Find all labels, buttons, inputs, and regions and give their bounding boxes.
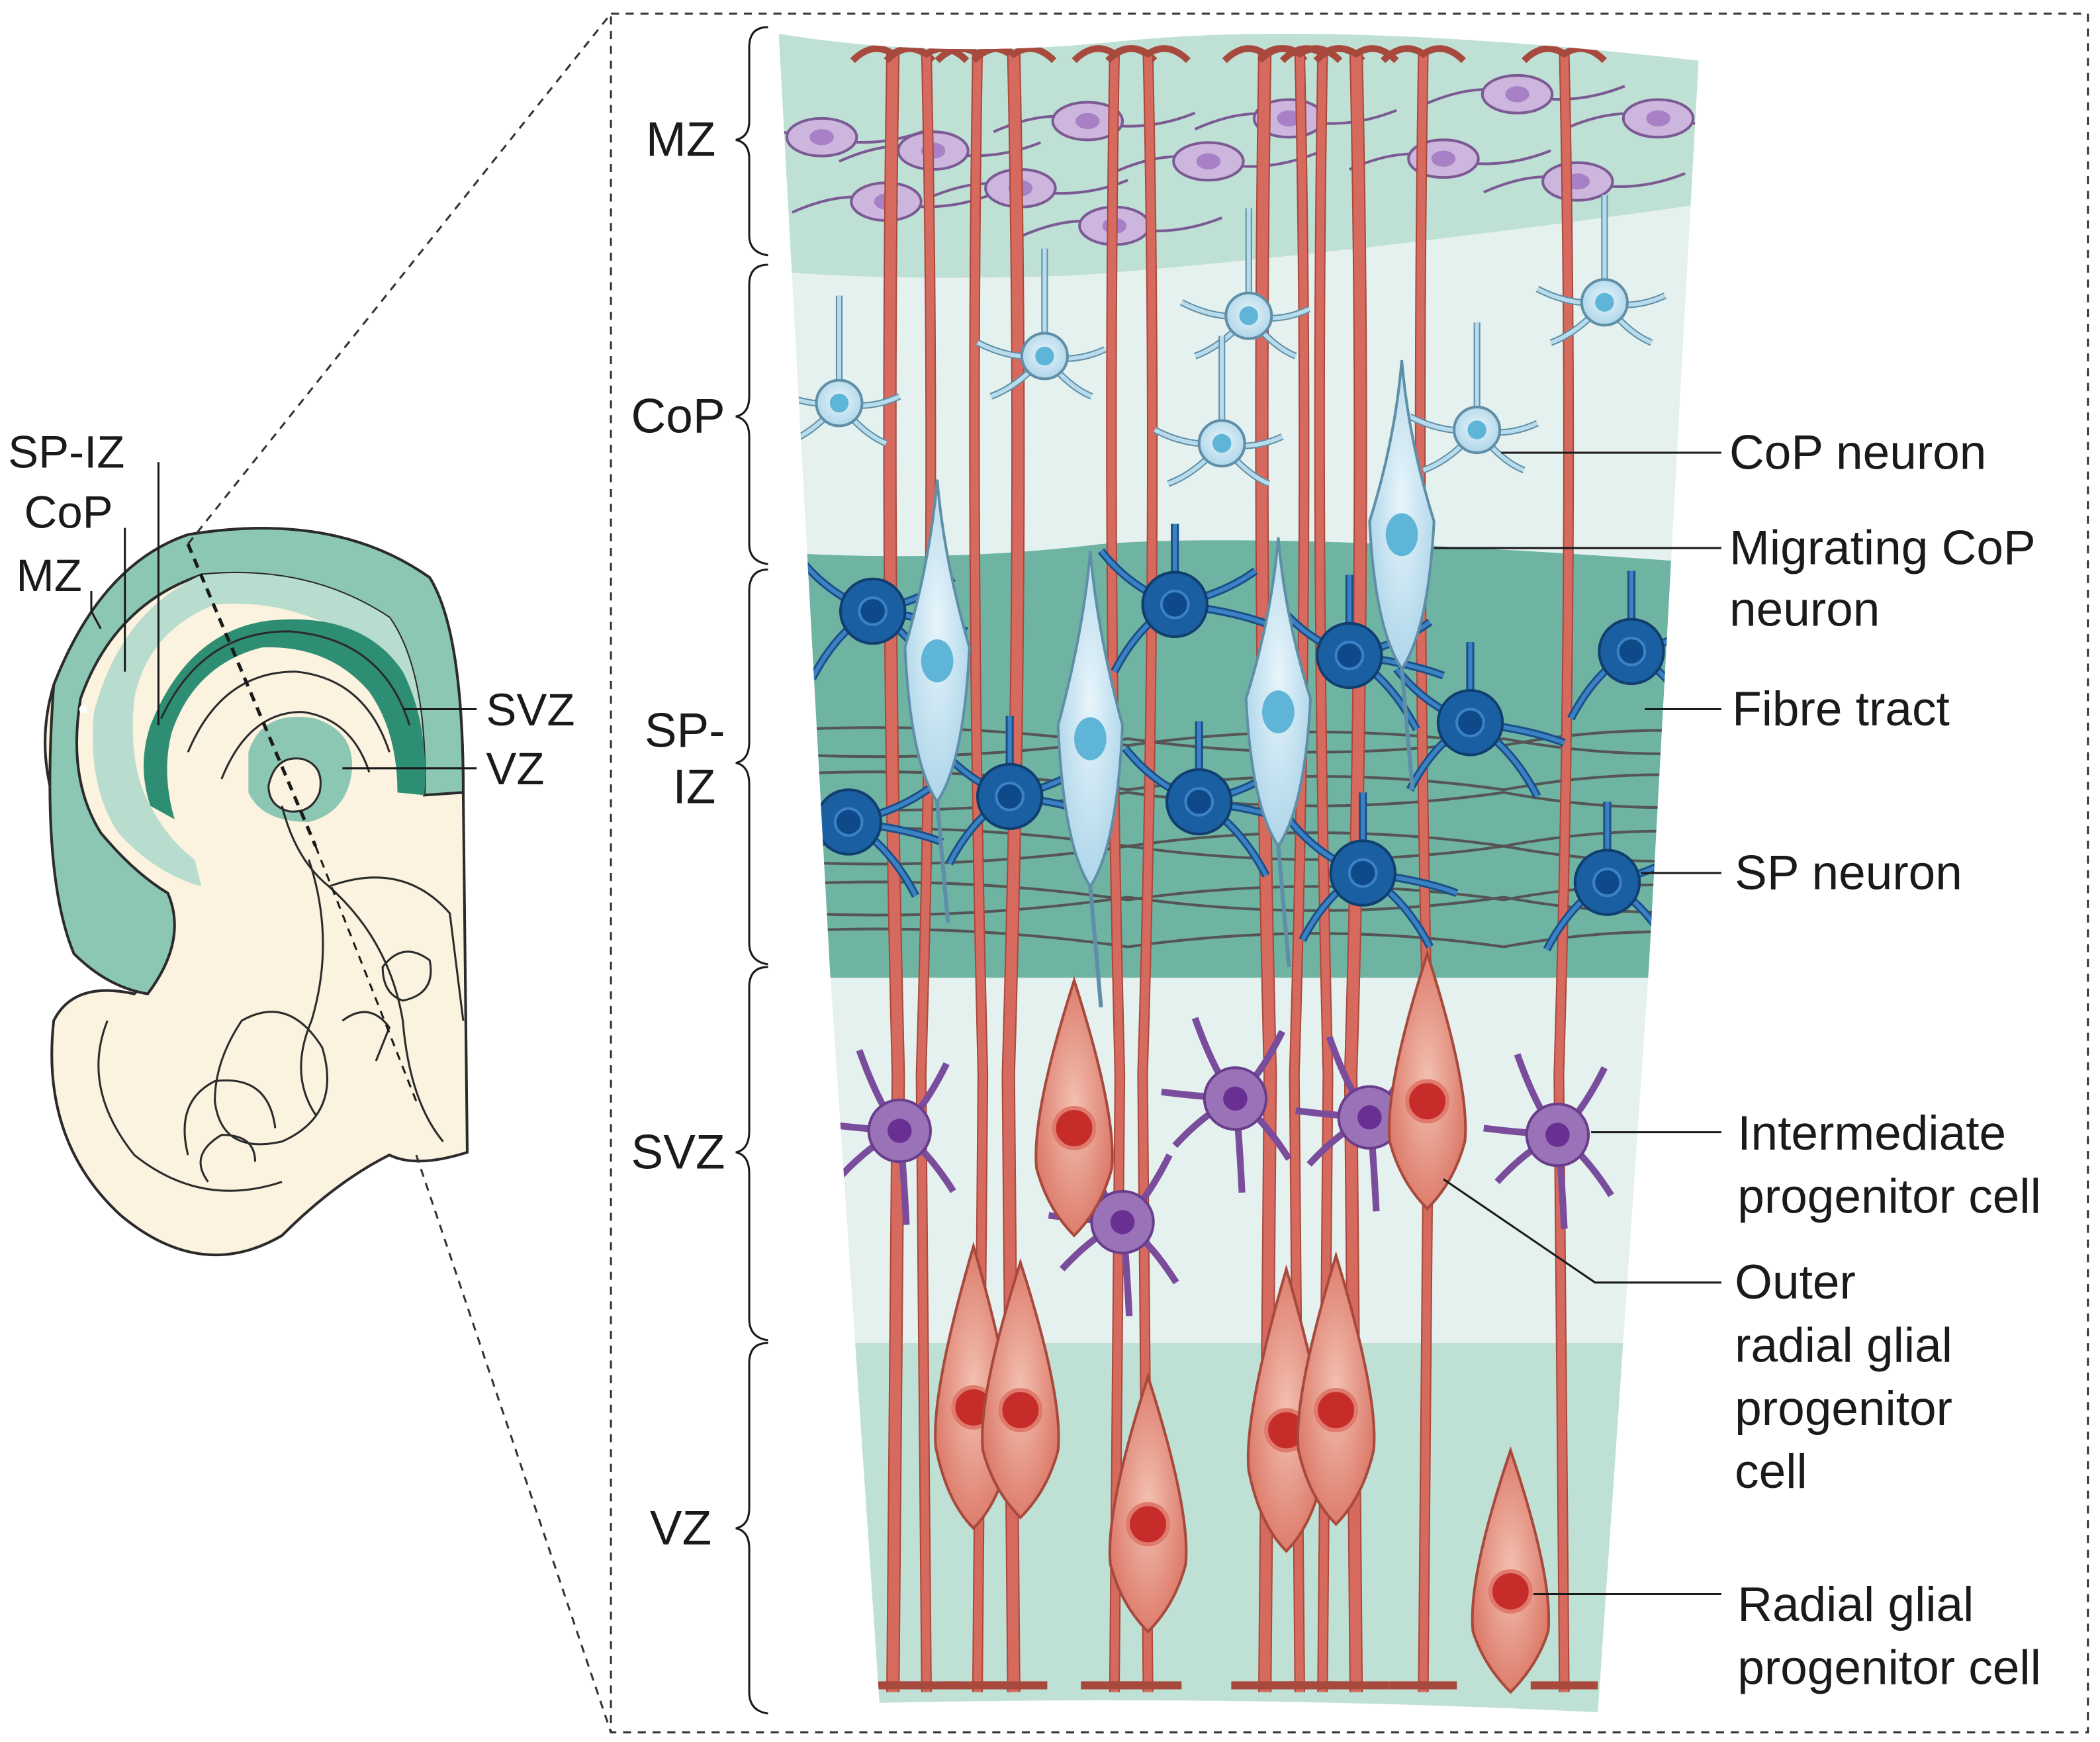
zoom-line-bottom <box>415 1154 612 1733</box>
brain-inner-lines <box>97 630 465 1192</box>
ipc-nucleus <box>888 1119 912 1143</box>
endfoot-top <box>1522 45 1607 64</box>
band-mz <box>778 34 1699 278</box>
sp-neuron-nucleus <box>1184 787 1214 817</box>
sp-neuron-nucleus <box>1160 589 1190 619</box>
migrating-neuron-nucleus <box>1262 690 1295 734</box>
label-sp-iz: SP-IZ <box>8 426 124 477</box>
cop-neuron-nucleus <box>1595 293 1614 312</box>
migrating-neuron-tail <box>1400 668 1415 790</box>
sp-neuron-nucleus <box>1455 708 1485 738</box>
callout-intermediate-progenitor-cell: Intermediate progenitor cell <box>1737 1107 2041 1223</box>
cop-neuron-nucleus <box>1035 346 1054 366</box>
brain-section: SP-IZ CoP MZ SVZ VZ <box>8 426 575 1257</box>
callout-migrating-cop-neuron: Migrating CoP neuron <box>1729 521 2049 636</box>
callout-fibre-tract: Fibre tract <box>1732 682 1950 736</box>
migrating-neuron-nucleus <box>921 639 954 682</box>
section-line-bold <box>186 543 318 847</box>
radial-fibre <box>1256 54 1276 1692</box>
cop-neuron-nucleus <box>1239 306 1258 326</box>
cop-neuron-nucleus <box>1212 434 1232 453</box>
radial-glial-nucleus <box>1488 1569 1533 1614</box>
radial-fibre <box>1345 54 1366 1692</box>
mz-cell-nucleus <box>1431 150 1456 167</box>
endfoot-top <box>1313 45 1399 64</box>
zone-label-cop: CoP <box>631 390 725 443</box>
migrating-neuron-tail <box>1276 846 1291 968</box>
label-cop-left: CoP <box>24 487 113 538</box>
mz-cell-nucleus <box>809 129 834 146</box>
radial-fibre <box>1290 54 1308 1692</box>
radial-fibre <box>970 54 987 1692</box>
zoom-line-top <box>187 13 612 545</box>
cop-neurons <box>778 195 1666 487</box>
sp-neuron-nucleus <box>1347 858 1378 888</box>
endfoot-top <box>1381 45 1466 64</box>
zone-label-spiz-1: SP- <box>645 704 725 757</box>
callouts: CoP neuron Migrating CoP neuron Fibre tr… <box>1729 426 2049 1694</box>
zone-label-mz: MZ <box>646 113 715 167</box>
ipc-nucleus <box>1110 1210 1135 1234</box>
zone-label-spiz-2: IZ <box>672 760 715 814</box>
migrating-neurons <box>903 359 1436 1008</box>
sp-neuron-nucleus <box>1334 641 1365 670</box>
endfoot-top <box>971 45 1057 64</box>
mz-cell-nucleus <box>1277 110 1301 127</box>
ipc-nucleus <box>1545 1123 1570 1147</box>
sp-neuron-nucleus <box>1592 867 1622 897</box>
radial-glial-nucleus <box>1405 1079 1450 1124</box>
zoom-frame <box>610 13 2089 1733</box>
zone-braces <box>735 26 768 1715</box>
sp-neuron-nucleus <box>833 807 864 837</box>
sp-neuron-nucleus <box>858 596 888 626</box>
radial-glial-nucleus <box>1314 1388 1359 1433</box>
label-svz-left: SVZ <box>486 684 574 735</box>
radial-fibre <box>1315 54 1332 1692</box>
sp-neuron-nucleus <box>1616 636 1647 666</box>
zone-label-svz: SVZ <box>631 1125 725 1179</box>
band-sp-iz <box>778 540 1699 978</box>
cortex-column <box>778 34 1699 1713</box>
endfoot-top <box>1105 45 1191 64</box>
migrating-neuron-tail <box>935 802 950 923</box>
mz-cell-nucleus <box>1196 153 1221 169</box>
migrating-neuron-nucleus <box>1074 717 1107 760</box>
callout-radial-glial-progenitor-cell: Radial glial progenitor cell <box>1737 1578 2041 1694</box>
cop-neuron-nucleus <box>829 393 849 413</box>
zone-label-vz: VZ <box>650 1501 711 1555</box>
radial-glial-somata <box>934 949 1551 1694</box>
mz-cell-nucleus <box>1505 86 1529 103</box>
ipc-nucleus <box>1357 1105 1382 1130</box>
label-vz-left: VZ <box>486 743 544 794</box>
radial-glial-nucleus <box>1126 1502 1171 1547</box>
band-vz <box>778 1343 1699 1713</box>
cortex-mz-band <box>48 527 465 995</box>
mz-cell-nucleus <box>1646 110 1670 127</box>
migrating-neuron-nucleus <box>1385 513 1418 557</box>
radial-fibre <box>884 54 904 1692</box>
radial-glial-nucleus <box>1052 1106 1097 1150</box>
radial-fibre <box>1138 54 1157 1692</box>
mz-cell-nucleus <box>1075 113 1100 130</box>
migrating-neuron-tail <box>1088 886 1103 1008</box>
cop-neuron-nucleus <box>1467 420 1486 439</box>
radial-fibre <box>1555 54 1573 1692</box>
cortex-spiz-band <box>144 619 426 819</box>
label-mz-left: MZ <box>16 550 82 601</box>
callout-outer-radial-glial-progenitor-cell: Outer radial glial progenitor cell <box>1735 1256 1966 1498</box>
callout-sp-neuron: SP neuron <box>1735 846 1962 899</box>
callout-leaders <box>1434 451 1721 1596</box>
sp-neuron-nucleus <box>995 782 1025 811</box>
radial-fibre <box>1003 54 1024 1692</box>
callout-cop-neuron: CoP neuron <box>1729 426 1986 479</box>
radial-glial-nucleus <box>998 1388 1043 1433</box>
ipc-nucleus <box>1223 1086 1248 1111</box>
